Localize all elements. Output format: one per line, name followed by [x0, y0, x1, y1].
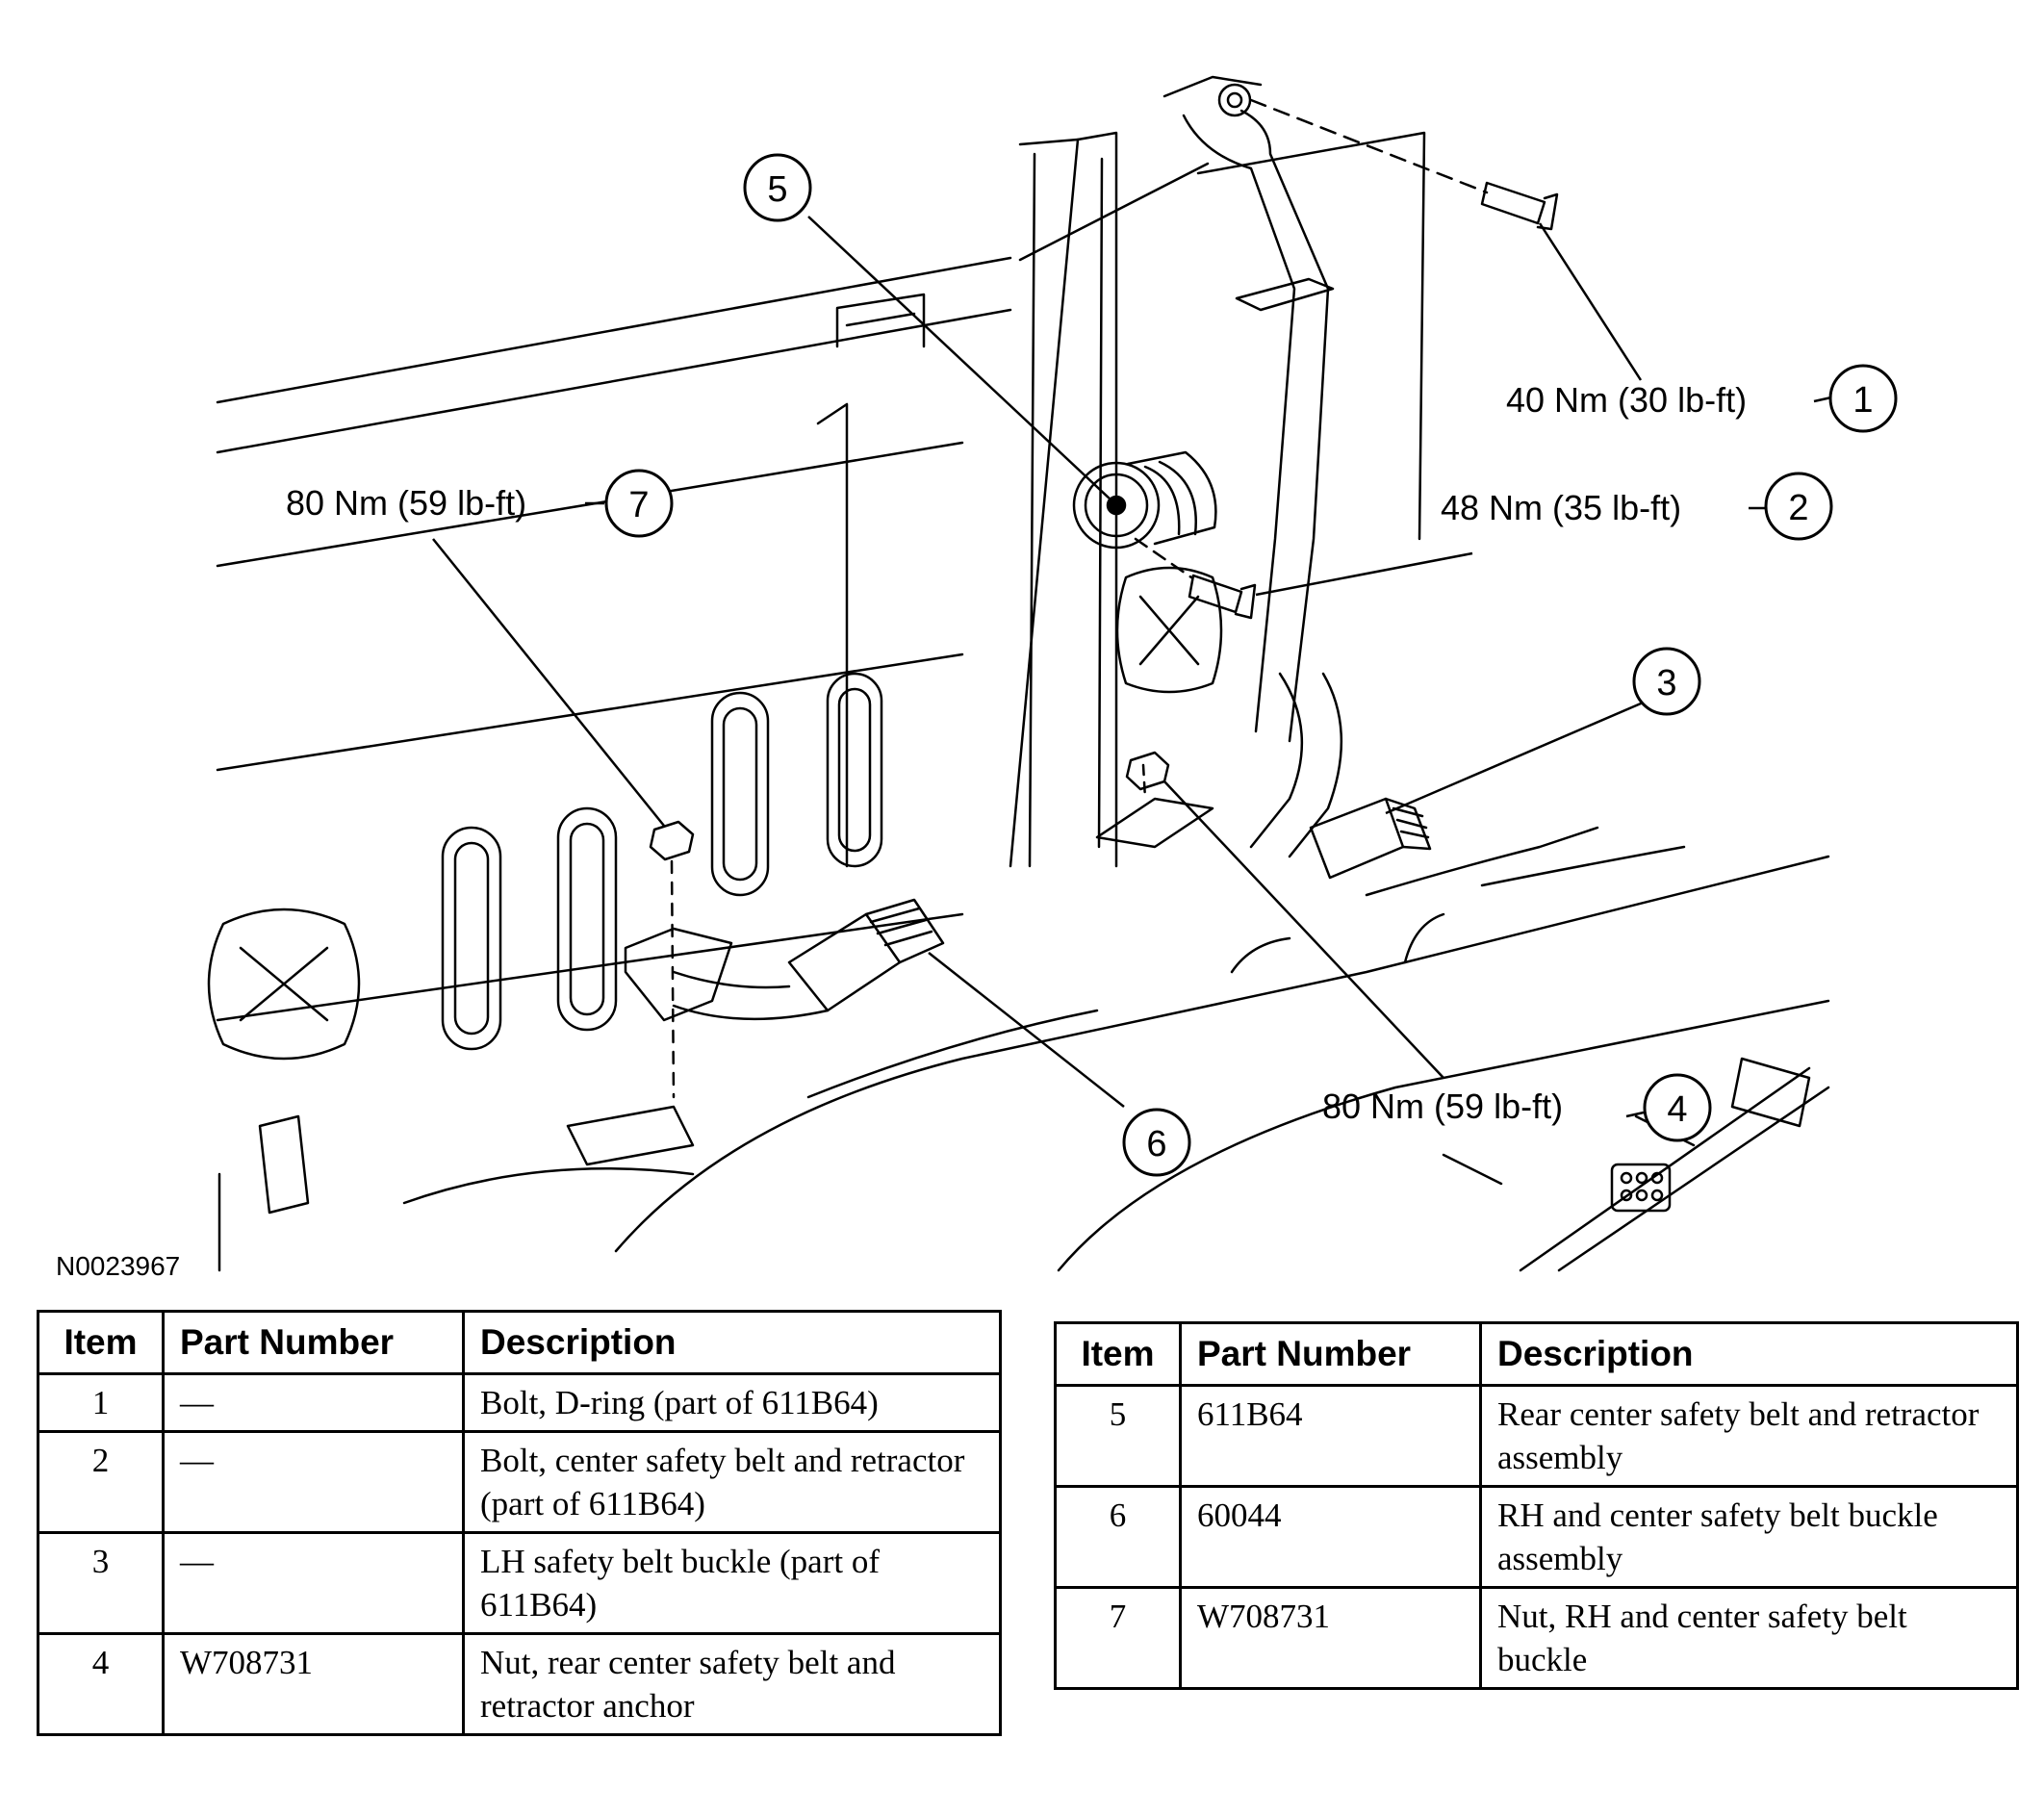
cell-description: Bolt, D-ring (part of 611B64) — [462, 1372, 1002, 1433]
seat-belt-exploded-diagram: 40 Nm (30 lb-ft) 48 Nm (35 lb-ft) 80 Nm … — [56, 75, 1898, 1281]
leader-4 — [1163, 780, 1444, 1079]
table-header-row: Item Part Number Description — [1054, 1321, 2019, 1387]
svg-text:5: 5 — [767, 169, 787, 210]
cell-description: Nut, RH and center safety belt buckle — [1479, 1586, 2019, 1690]
callout-7: 7 — [604, 469, 674, 538]
callout-2: 2 — [1764, 472, 1833, 541]
parts-table-right: Item Part Number Description 5 611B64 Re… — [1054, 1321, 2019, 1690]
cell-item: 4 — [37, 1632, 165, 1736]
svg-text:3: 3 — [1656, 663, 1676, 703]
cell-description: Nut, rear center safety belt and retract… — [462, 1632, 1002, 1736]
cell-part-number: W708731 — [1179, 1586, 1482, 1690]
table-row: 5 611B64 Rear center safety belt and ret… — [1054, 1384, 2019, 1488]
cell-part-number: 611B64 — [1179, 1384, 1482, 1488]
svg-text:4: 4 — [1667, 1089, 1687, 1130]
cell-description: RH and center safety belt buckle assembl… — [1479, 1485, 2019, 1589]
cell-item: 1 — [37, 1372, 165, 1433]
svg-text:7: 7 — [628, 485, 649, 525]
cell-part-number: W708731 — [162, 1632, 465, 1736]
cell-description: Rear center safety belt and retractor as… — [1479, 1384, 2019, 1488]
line-art — [207, 75, 1830, 1272]
header-part-number: Part Number — [1179, 1321, 1482, 1387]
table-row: 3 — LH safety belt buckle (part of 611B6… — [37, 1531, 1002, 1635]
cell-part-number: 60044 — [1179, 1485, 1482, 1589]
table-row: 2 — Bolt, center safety belt and retract… — [37, 1430, 1002, 1534]
leader-2 — [1255, 551, 1473, 597]
torque-label-2: 48 Nm (35 lb-ft) — [1441, 488, 1681, 527]
cell-description: Bolt, center safety belt and retractor (… — [462, 1430, 1002, 1534]
cell-description: LH safety belt buckle (part of 611B64) — [462, 1531, 1002, 1635]
leader-7 — [432, 538, 665, 827]
callout-1: 1 — [1828, 364, 1898, 433]
leader-1 — [1538, 222, 1643, 381]
cell-item: 5 — [1054, 1384, 1182, 1488]
cell-item: 3 — [37, 1531, 165, 1635]
svg-text:1: 1 — [1852, 380, 1873, 421]
svg-text:2: 2 — [1788, 488, 1808, 528]
table-header-row: Item Part Number Description — [37, 1310, 1002, 1375]
header-item: Item — [37, 1310, 165, 1375]
header-item: Item — [1054, 1321, 1182, 1387]
table-row: 4 W708731 Nut, rear center safety belt a… — [37, 1632, 1002, 1736]
header-part-number: Part Number — [162, 1310, 465, 1375]
cell-item: 7 — [1054, 1586, 1182, 1690]
leader-3 — [1385, 699, 1648, 815]
cell-item: 6 — [1054, 1485, 1182, 1589]
figure-id: N0023967 — [56, 1251, 180, 1281]
callout-4: 4 — [1643, 1073, 1712, 1142]
cell-part-number: — — [162, 1430, 465, 1534]
table-row: 7 W708731 Nut, RH and center safety belt… — [1054, 1586, 2019, 1690]
table-row: 6 60044 RH and center safety belt buckle… — [1054, 1485, 2019, 1589]
callout-3: 3 — [1632, 647, 1701, 716]
svg-text:6: 6 — [1146, 1124, 1166, 1164]
parts-table-left: Item Part Number Description 1 — Bolt, D… — [37, 1310, 1002, 1736]
cell-part-number: — — [162, 1372, 465, 1433]
leader-6 — [928, 952, 1125, 1108]
torque-label-7: 80 Nm (59 lb-ft) — [286, 483, 526, 523]
leader-lines — [432, 216, 1832, 1118]
torque-label-1: 40 Nm (30 lb-ft) — [1506, 380, 1747, 420]
callout-6: 6 — [1122, 1108, 1191, 1177]
header-description: Description — [1479, 1321, 2019, 1387]
cell-item: 2 — [37, 1430, 165, 1534]
header-description: Description — [462, 1310, 1002, 1375]
table-row: 1 — Bolt, D-ring (part of 611B64) — [37, 1372, 1002, 1433]
torque-label-4: 80 Nm (59 lb-ft) — [1322, 1087, 1563, 1126]
callout-5: 5 — [743, 153, 812, 222]
cell-part-number: — — [162, 1531, 465, 1635]
leader-5 — [807, 216, 1112, 501]
